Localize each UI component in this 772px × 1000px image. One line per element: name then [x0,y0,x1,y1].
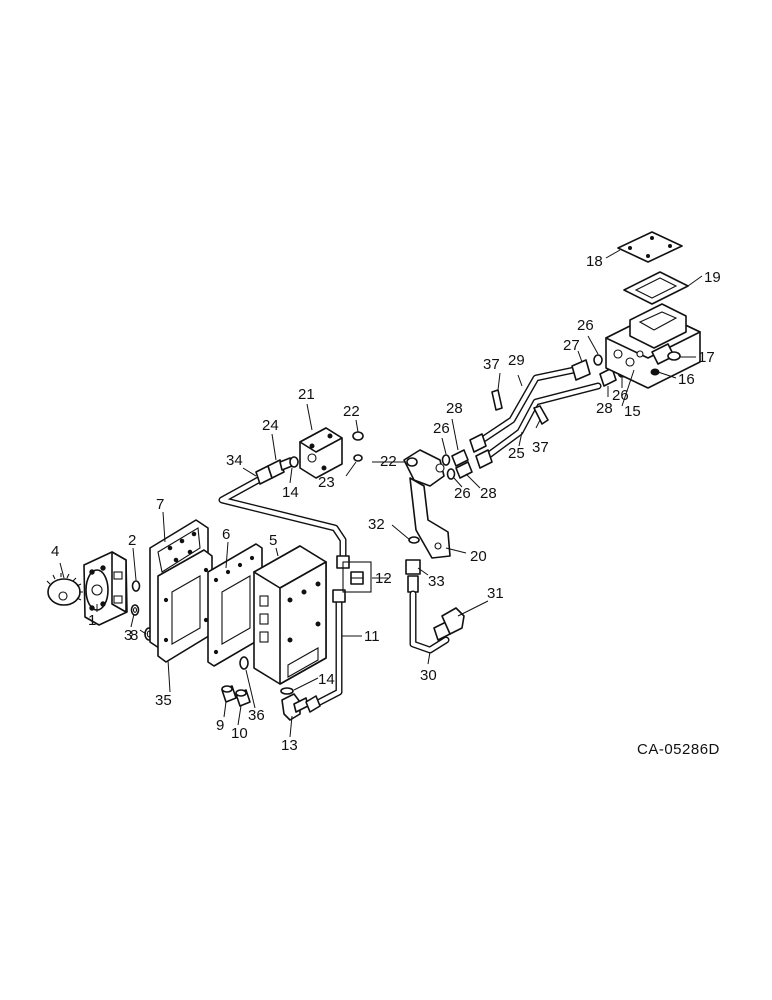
callout-37-lower: 37 [532,439,549,456]
clip-37-lower [533,405,549,425]
callout-25: 25 [508,445,525,462]
elbow-31 [441,607,465,635]
callout-labels: 4 1 2 3 8 7 35 6 5 36 9 10 13 14 11 12 3… [51,253,721,754]
tube-29 [469,366,578,453]
callout-6: 6 [222,526,230,543]
pump-body-part [83,551,128,626]
cover-plate-18 [617,231,683,263]
callout-35: 35 [155,692,172,709]
callout-23: 23 [318,474,335,491]
callout-9: 9 [216,717,224,734]
plug-10 [235,689,251,707]
gear-part [46,573,83,606]
callout-26-lower-left: 26 [454,485,471,502]
oring-26-upper-left [441,454,451,466]
callout-16: 16 [678,371,695,388]
callout-4: 4 [51,543,59,560]
oring-22-upper [352,431,364,441]
callout-14-lower: 14 [318,671,335,688]
callout-37-upper: 37 [483,356,500,373]
tube-11 [305,589,346,713]
fitting-28-right [599,367,617,387]
fitting-24 [267,457,293,479]
oring-32 [408,536,420,544]
callout-21: 21 [298,386,315,403]
fitting-12-box [342,561,372,593]
callout-32: 32 [368,516,385,533]
callout-1: 1 [88,612,96,629]
callout-28-right: 28 [596,400,613,417]
callout-24: 24 [262,417,279,434]
fitting-14-lower [280,687,294,695]
cover-21 [299,427,343,479]
callout-28-upper-left: 28 [446,400,463,417]
callout-31: 31 [487,585,504,602]
valve-housing-15 [605,303,701,389]
clip-37-upper [491,389,503,411]
oring-2 [131,580,141,592]
oring-22-lower [406,457,418,467]
callout-2: 2 [128,532,136,549]
leader-lines [59,249,703,738]
callout-5: 5 [269,532,277,549]
valve-body-5 [253,545,327,685]
callout-22-lower: 22 [380,453,397,470]
callout-26-right-lower: 26 [612,387,629,404]
oring-36 [239,656,249,670]
elbow-13 [281,693,309,721]
fitting-33 [405,559,421,593]
callout-22-upper: 22 [343,403,360,420]
callout-7: 7 [156,496,164,513]
callout-19: 19 [704,269,721,286]
washer-16 [650,368,660,376]
callout-14-upper: 14 [282,484,299,501]
callout-15: 15 [624,403,641,420]
fitting-27 [571,359,591,381]
callout-30: 30 [420,667,437,684]
callout-33: 33 [428,573,445,590]
oring-26-lower-left [446,468,456,480]
oring-26-right-upper [593,354,603,366]
fitting-14-upper [289,456,299,468]
callout-26-right-upper: 26 [577,317,594,334]
callout-26-upper-left: 26 [433,420,450,437]
tube-34 [218,465,350,569]
diagram-code: CA-05286D [637,741,720,758]
callout-3: 3 [124,627,132,644]
callout-10: 10 [231,725,248,742]
callout-34: 34 [226,452,243,469]
washer-3 [130,604,140,616]
callout-27: 27 [563,337,580,354]
callout-20: 20 [470,548,487,565]
callout-17: 17 [698,349,715,366]
washer-23 [353,454,363,462]
fitting-28-upper-left [451,449,469,467]
plug-17 [667,351,681,361]
fitting-28-lower-left [455,461,473,479]
callout-13: 13 [281,737,298,754]
gasket-19 [623,271,689,305]
callout-36: 36 [248,707,265,724]
tube-25 [475,382,602,469]
callout-12: 12 [375,570,392,587]
callout-11: 11 [364,628,380,645]
plug-9 [221,685,237,703]
callout-28-lower-left: 28 [480,485,497,502]
callout-8: 8 [130,627,138,644]
callout-29: 29 [508,352,525,369]
callout-18: 18 [586,253,603,270]
